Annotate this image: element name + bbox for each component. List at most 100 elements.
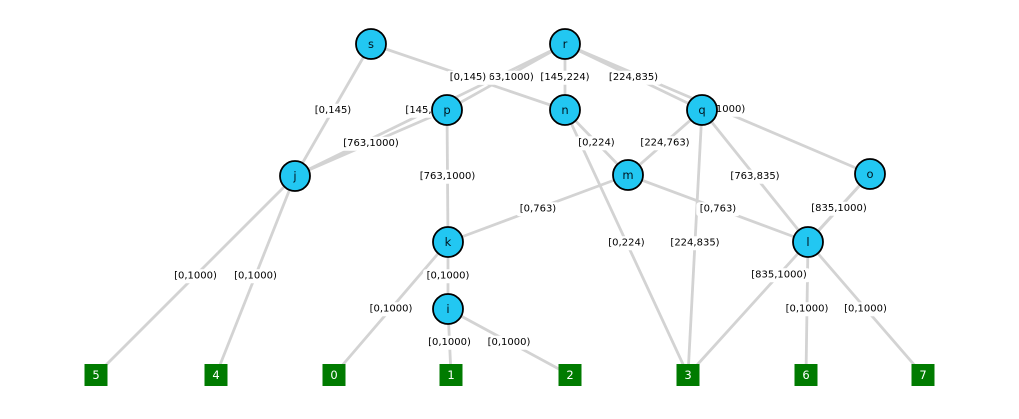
edge-label-box: [484, 335, 534, 350]
edge-label-box: [416, 169, 479, 184]
node-shape-j: [279, 160, 311, 192]
svg-text:[0,763): [0,763): [520, 204, 557, 215]
leaf-node-7: 7: [911, 364, 935, 386]
edge-label-box: [840, 302, 891, 317]
edge-label-box: [696, 202, 740, 217]
edge-label-box: [230, 269, 281, 284]
edge-label-box: [807, 201, 871, 216]
node-label-l: l: [806, 235, 809, 249]
node-q: q: [686, 94, 718, 126]
node-shape-i: [432, 293, 464, 325]
leaf-node-4: 4: [204, 364, 228, 386]
leaf-shape-1: [439, 364, 463, 386]
svg-text:[0,1000): [0,1000): [370, 304, 413, 315]
edge-label-box: [605, 70, 662, 85]
edge-label-box: [366, 302, 416, 317]
node-label-o: o: [866, 167, 873, 181]
svg-text:[224,835): [224,835): [609, 72, 658, 83]
node-label-7: 7: [919, 368, 926, 382]
edge-label-p-k: [763,1000): [416, 169, 479, 184]
node-label-5: 5: [92, 368, 99, 382]
node-r: r: [549, 28, 581, 60]
node-label-4: 4: [212, 368, 219, 382]
leaf-shape-2: [558, 364, 582, 386]
edge-label-o-l: [835,1000): [807, 201, 871, 216]
node-label-i: i: [446, 302, 449, 316]
edge-label-box: [516, 202, 560, 217]
node-shape-k: [432, 226, 464, 258]
svg-text:[0,224): [0,224): [578, 138, 615, 149]
svg-text:[763,835): [763,835): [730, 171, 779, 182]
leaf-node-2: 2: [558, 364, 582, 386]
node-label-p: p: [443, 103, 450, 117]
svg-text:[0,145): [0,145): [450, 72, 487, 83]
node-p: p: [431, 94, 463, 126]
edge-label-j-4: [0,1000): [230, 269, 281, 284]
edge-label-s-n: [0,145): [446, 70, 490, 85]
edge-label-q-3: [224,835): [666, 236, 724, 251]
svg-text:[0,1000): [0,1000): [844, 304, 887, 315]
leaf-shape-5: [84, 364, 108, 386]
leaf-node-3: 3: [676, 364, 700, 386]
edge-label-r-n: [145,224): [536, 70, 594, 85]
leaf-shape-6: [794, 364, 818, 386]
node-k: k: [432, 226, 464, 258]
node-label-6: 6: [802, 368, 809, 382]
svg-text:[224,835): [224,835): [670, 238, 719, 249]
node-label-2: 2: [566, 368, 573, 382]
node-n: n: [549, 94, 581, 126]
node-j: j: [279, 160, 311, 192]
leaf-shape-4: [204, 364, 228, 386]
svg-text:[0,1000): [0,1000): [428, 337, 471, 348]
edge-label-q-l: [763,835): [726, 169, 784, 184]
edge-label-i-1: [0,1000): [424, 335, 475, 350]
edge-label-box: [782, 302, 832, 317]
leaf-shape-0: [322, 364, 346, 386]
svg-text:[763,1000): [763,1000): [420, 171, 476, 182]
svg-text:[0,1000): [0,1000): [174, 271, 217, 282]
node-m: m: [612, 159, 644, 191]
edge-label-box: [424, 335, 475, 350]
edge-label-o-3: [835,1000): [747, 268, 811, 283]
edge-label-box: [339, 136, 403, 151]
node-label-n: n: [561, 103, 568, 117]
node-label-1: 1: [447, 368, 454, 382]
svg-text:[0,1000): [0,1000): [427, 271, 470, 282]
edge-label-n-3: [0,224): [604, 236, 649, 251]
svg-text:[835,1000): [835,1000): [751, 270, 807, 281]
node-shape-r: [549, 28, 581, 60]
svg-text:[0,224): [0,224): [608, 238, 645, 249]
edge-label-n-m: [0,224): [574, 136, 619, 151]
svg-text:[763,1000): [763,1000): [343, 138, 399, 149]
svg-text:[0,1000): [0,1000): [488, 337, 531, 348]
svg-text:[763,1000): [763,1000): [478, 72, 534, 83]
svg-text:[0,763): [0,763): [700, 204, 737, 215]
edge-label-q-m: [224,763): [636, 136, 694, 151]
svg-text:[145,224): [145,224): [540, 72, 589, 83]
svg-text:[0,1000): [0,1000): [234, 271, 277, 282]
edge-label-box: [726, 169, 784, 184]
node-shape-m: [612, 159, 644, 191]
svg-text:[145,763): [145,763): [405, 105, 454, 116]
svg-text:[0,145): [0,145): [315, 105, 352, 116]
svg-text:[835,1000): [835,1000): [811, 203, 867, 214]
edge-label-m-l: [0,763): [696, 202, 740, 217]
node-i: i: [432, 293, 464, 325]
node-shape-q: [686, 94, 718, 126]
node-label-j: j: [292, 169, 296, 183]
leaf-node-0: 0: [322, 364, 346, 386]
svg-text:[224,763): [224,763): [640, 138, 689, 149]
edge-label-i-2: [0,1000): [484, 335, 534, 350]
edge-label-box: [636, 136, 694, 151]
edge-label-box: [474, 70, 538, 85]
edge-label-box: [423, 269, 473, 284]
edge-label-l-6: [0,1000): [782, 302, 832, 317]
edge-label-box: [536, 70, 594, 85]
edge-label-k-i: [0,1000): [423, 269, 473, 284]
node-o: o: [854, 158, 886, 190]
edge-label-l-7: [0,1000): [840, 302, 891, 317]
edge-label-r-q: [224,835): [605, 70, 662, 85]
edge-label-box: [747, 268, 811, 283]
node-label-s: s: [368, 37, 374, 51]
